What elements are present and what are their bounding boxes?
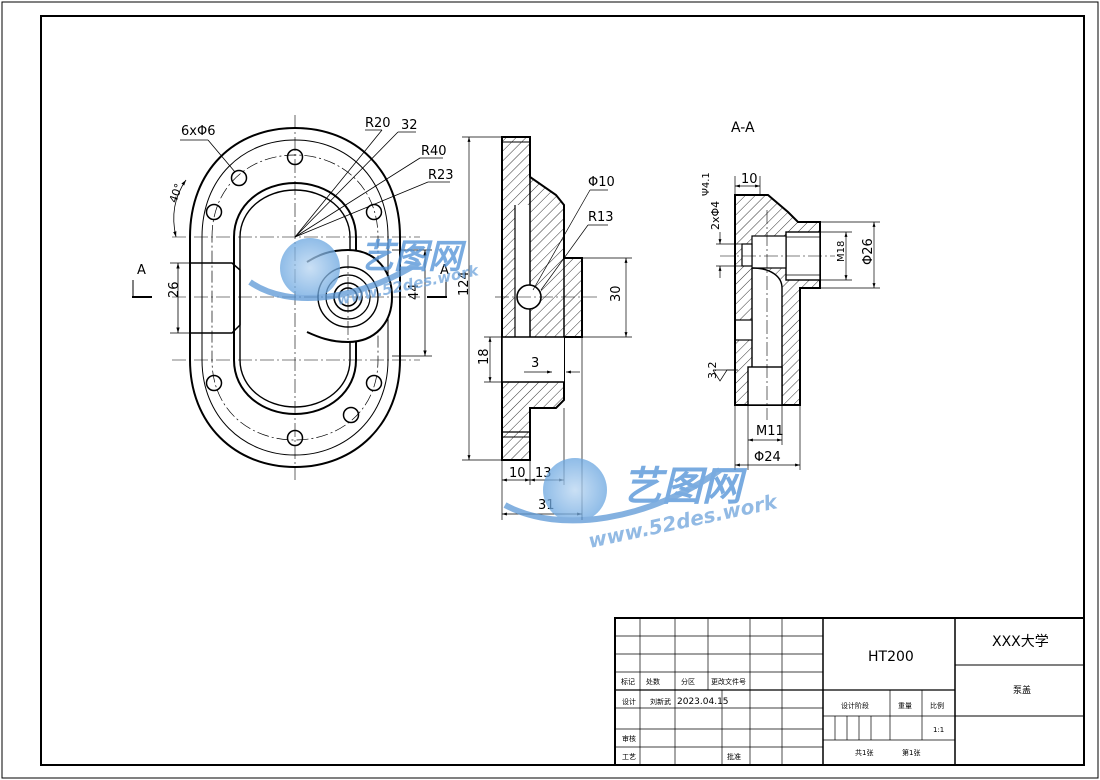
rev-header-doc: 更改文件号 <box>711 677 746 686</box>
dim-18: 18 <box>477 348 492 365</box>
dim-32: 32 <box>401 118 418 133</box>
dim-r40: R40 <box>421 144 447 159</box>
inner-frame <box>40 15 1085 766</box>
review-label: 审核 <box>622 734 636 743</box>
dim-sec-10: 10 <box>741 172 758 187</box>
material-label: HT200 <box>868 649 914 665</box>
dim-phi10: Φ10 <box>588 175 615 190</box>
dim-sec-phi24: Φ24 <box>754 450 781 465</box>
sheet-number: 第1张 <box>902 748 920 757</box>
design-date: 2023.04.15 <box>677 697 729 707</box>
dim-sec-depth: Ψ4.1 <box>701 172 712 196</box>
front-view <box>132 115 450 480</box>
dim-30: 30 <box>609 285 624 302</box>
section-view <box>712 176 880 470</box>
watermark-1: 艺图网 www.52des.work <box>248 237 481 309</box>
dim-r20: R20 <box>365 116 391 131</box>
design-label: 设计 <box>622 697 636 706</box>
dim-angle: 40° <box>167 182 186 205</box>
school-name: XXX大学 <box>992 634 1049 650</box>
approve-label: 批准 <box>727 752 741 761</box>
dim-10: 10 <box>509 466 526 481</box>
weight-label: 重量 <box>898 702 912 710</box>
designer-name: 刘新武 <box>650 697 671 706</box>
watermark-brand: 艺图网 <box>622 464 748 510</box>
section-view-labels: A-A 10 2xΦ4 Ψ4.1 M18 Φ26 3.2 M11 Φ24 <box>701 120 876 465</box>
dim-r23: R23 <box>428 168 454 183</box>
section-title: A-A <box>731 120 755 136</box>
rev-header-zone: 分区 <box>681 677 695 686</box>
dim-26: 26 <box>167 281 182 298</box>
cut-marker-left: A <box>137 263 146 278</box>
cut-marker-right: A <box>440 263 449 278</box>
scale-label: 比例 <box>930 701 944 710</box>
stage-label: 设计阶段 <box>841 701 869 710</box>
watermark-brand: 艺图网 <box>360 237 467 277</box>
process-label: 工艺 <box>622 753 636 761</box>
dim-r13: R13 <box>588 210 614 225</box>
dim-holes: 6xΦ6 <box>181 124 215 139</box>
watermark-globe-icon <box>280 238 340 298</box>
dim-44: 44 <box>407 283 422 300</box>
dim-sec-rough: 3.2 <box>706 362 719 380</box>
dim-sec-m18: M18 <box>836 241 847 262</box>
dim-124: 124 <box>457 271 472 296</box>
dim-3: 3 <box>531 356 539 371</box>
part-name: 泵盖 <box>1013 684 1031 696</box>
dim-sec-m11: M11 <box>756 424 784 439</box>
rev-header-count: 处数 <box>646 677 660 686</box>
dim-sec-holes: 2xΦ4 <box>709 201 722 230</box>
front-view-labels: 6xΦ6 40° R20 32 R40 R23 26 44 A A <box>137 116 454 300</box>
side-view-labels: Φ10 R13 124 30 18 3 10 13 31 <box>457 175 624 513</box>
title-block <box>614 617 1085 766</box>
watermark-globe-icon <box>543 458 607 522</box>
dim-sec-phi26: Φ26 <box>861 238 876 265</box>
scale-value: 1:1 <box>933 726 944 734</box>
side-view <box>462 136 632 520</box>
rev-header-mark: 标记 <box>621 677 635 686</box>
title-block-text: HT200 XXX大学 泵盖 标记 处数 分区 更改文件号 设计 刘新武 202… <box>621 634 1049 761</box>
total-sheets: 共1张 <box>855 748 873 757</box>
